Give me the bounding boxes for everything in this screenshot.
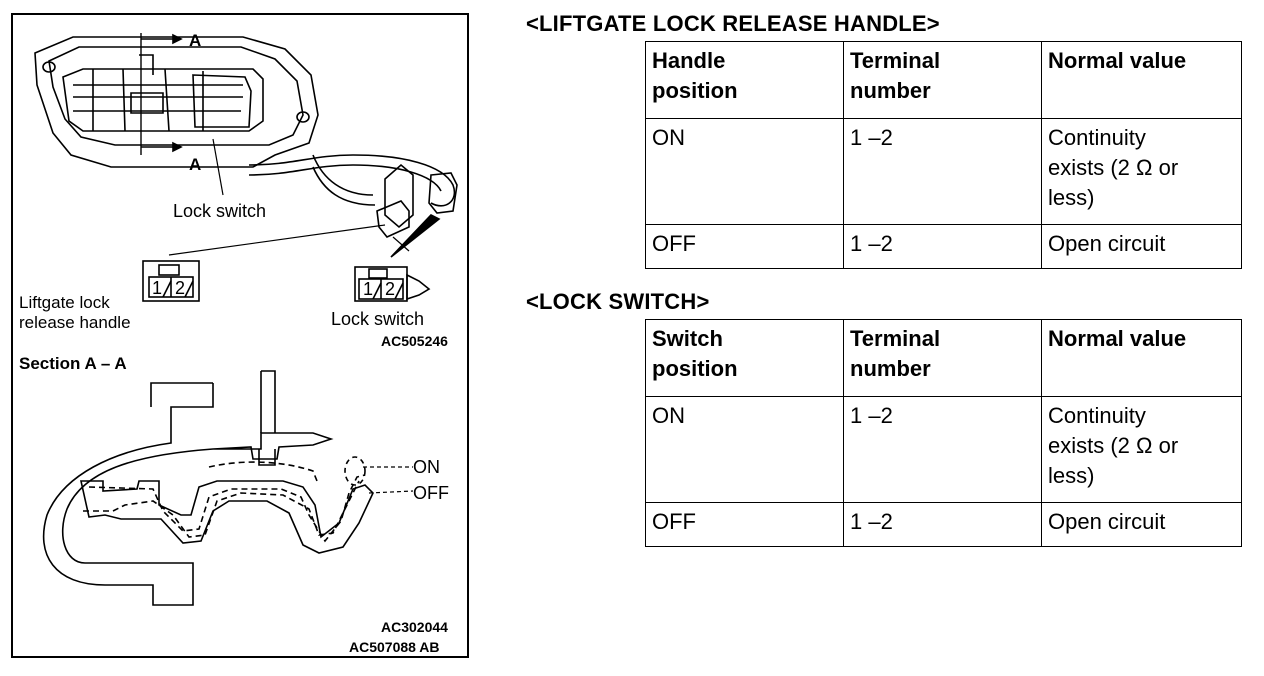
table-row: ON 1 –2 Continuity exists (2 Ω or less) <box>645 396 1242 503</box>
cell-value: Continuity exists (2 Ω or less) <box>1041 396 1242 503</box>
switch-connector-terminal-2: 2 <box>385 279 396 299</box>
table-row: OFF 1 –2 Open circuit <box>645 502 1242 547</box>
handle-housing-drawing <box>34 33 319 196</box>
handle-connector-terminal-2: 2 <box>175 278 186 298</box>
cell-terminal: 1 –2 <box>843 118 1042 225</box>
cell-position: OFF <box>645 224 844 269</box>
cell-terminal: 1 –2 <box>843 502 1042 547</box>
header-terminal-number: Terminal number <box>843 41 1042 119</box>
figure-code-main: AC507088 AB <box>349 639 440 655</box>
off-label: OFF <box>413 483 449 503</box>
cell-text: 1 –2 <box>850 125 893 150</box>
cell-text: Continuity exists (2 Ω or less) <box>1048 125 1179 210</box>
on-label: ON <box>413 457 440 477</box>
switch-connector-caption: Lock switch <box>331 309 425 329</box>
section-title: Section A – A <box>19 354 127 373</box>
cell-text: OFF <box>652 231 696 256</box>
cell-text: Continuity exists (2 Ω or less) <box>1048 403 1179 488</box>
section-a-a-drawing <box>42 370 414 606</box>
cell-terminal: 1 –2 <box>843 224 1042 269</box>
header-terminal-number: Terminal number <box>843 319 1042 397</box>
cell-position: ON <box>645 396 844 503</box>
figure-code-section: AC302044 <box>381 619 448 635</box>
header-normal-value: Normal value <box>1041 319 1242 397</box>
handle-connector-terminal-1: 1 <box>152 278 163 298</box>
cell-text: Open circuit <box>1048 231 1166 256</box>
cell-text: 1 –2 <box>850 231 893 256</box>
lockswitch-spec-table: Switch position Terminal number Normal v… <box>645 319 1242 547</box>
cell-value: Open circuit <box>1041 224 1242 269</box>
header-text: Terminal number <box>850 326 941 381</box>
cell-text: 1 –2 <box>850 509 893 534</box>
lockswitch-section-title: <LOCK SWITCH> <box>526 289 710 314</box>
header-text: Terminal number <box>850 48 941 103</box>
header-normal-value: Normal value <box>1041 41 1242 119</box>
table-header-row: Handle position Terminal number Normal v… <box>645 41 1242 119</box>
header-switch-position: Switch position <box>645 319 844 397</box>
cell-text: 1 –2 <box>850 403 893 428</box>
figure-code-top: AC505246 <box>381 333 448 349</box>
cell-text: ON <box>652 403 685 428</box>
table-row: OFF 1 –2 Open circuit <box>645 224 1242 269</box>
cell-terminal: 1 –2 <box>843 396 1042 503</box>
illustration-panel: A A Lock switch 1 2 1 2 Liftgate lock re… <box>11 13 469 658</box>
handle-and-section-diagram <box>34 33 458 606</box>
section-arrow-label-top: A <box>189 31 202 50</box>
handle-connector-caption-line1: Liftgate lock <box>19 293 110 312</box>
header-text: Normal value <box>1048 326 1187 351</box>
switch-connector-terminal-1: 1 <box>363 279 374 299</box>
header-text: Switch position <box>652 326 738 381</box>
cell-text: Open circuit <box>1048 509 1166 534</box>
cell-position: OFF <box>645 502 844 547</box>
header-handle-position: Handle position <box>645 41 844 119</box>
handle-connector-caption-line2: release handle <box>19 313 131 332</box>
cell-text: OFF <box>652 509 696 534</box>
liftgate-section-title: <LIFTGATE LOCK RELEASE HANDLE> <box>526 11 940 36</box>
section-arrow-label-bottom: A <box>189 155 202 174</box>
table-header-row: Switch position Terminal number Normal v… <box>645 319 1242 397</box>
header-text: Handle position <box>652 48 738 103</box>
header-text: Normal value <box>1048 48 1187 73</box>
handle-connector-drawing <box>142 260 200 302</box>
liftgate-spec-table: Handle position Terminal number Normal v… <box>645 41 1242 269</box>
cell-value: Continuity exists (2 Ω or less) <box>1041 118 1242 225</box>
cell-value: Open circuit <box>1041 502 1242 547</box>
lock-switch-callout: Lock switch <box>173 201 267 221</box>
cell-text: ON <box>652 125 685 150</box>
wire-harness-drawing <box>248 154 458 238</box>
switch-connector-drawing <box>354 266 431 302</box>
cell-position: ON <box>645 118 844 225</box>
table-row: ON 1 –2 Continuity exists (2 Ω or less) <box>645 118 1242 225</box>
